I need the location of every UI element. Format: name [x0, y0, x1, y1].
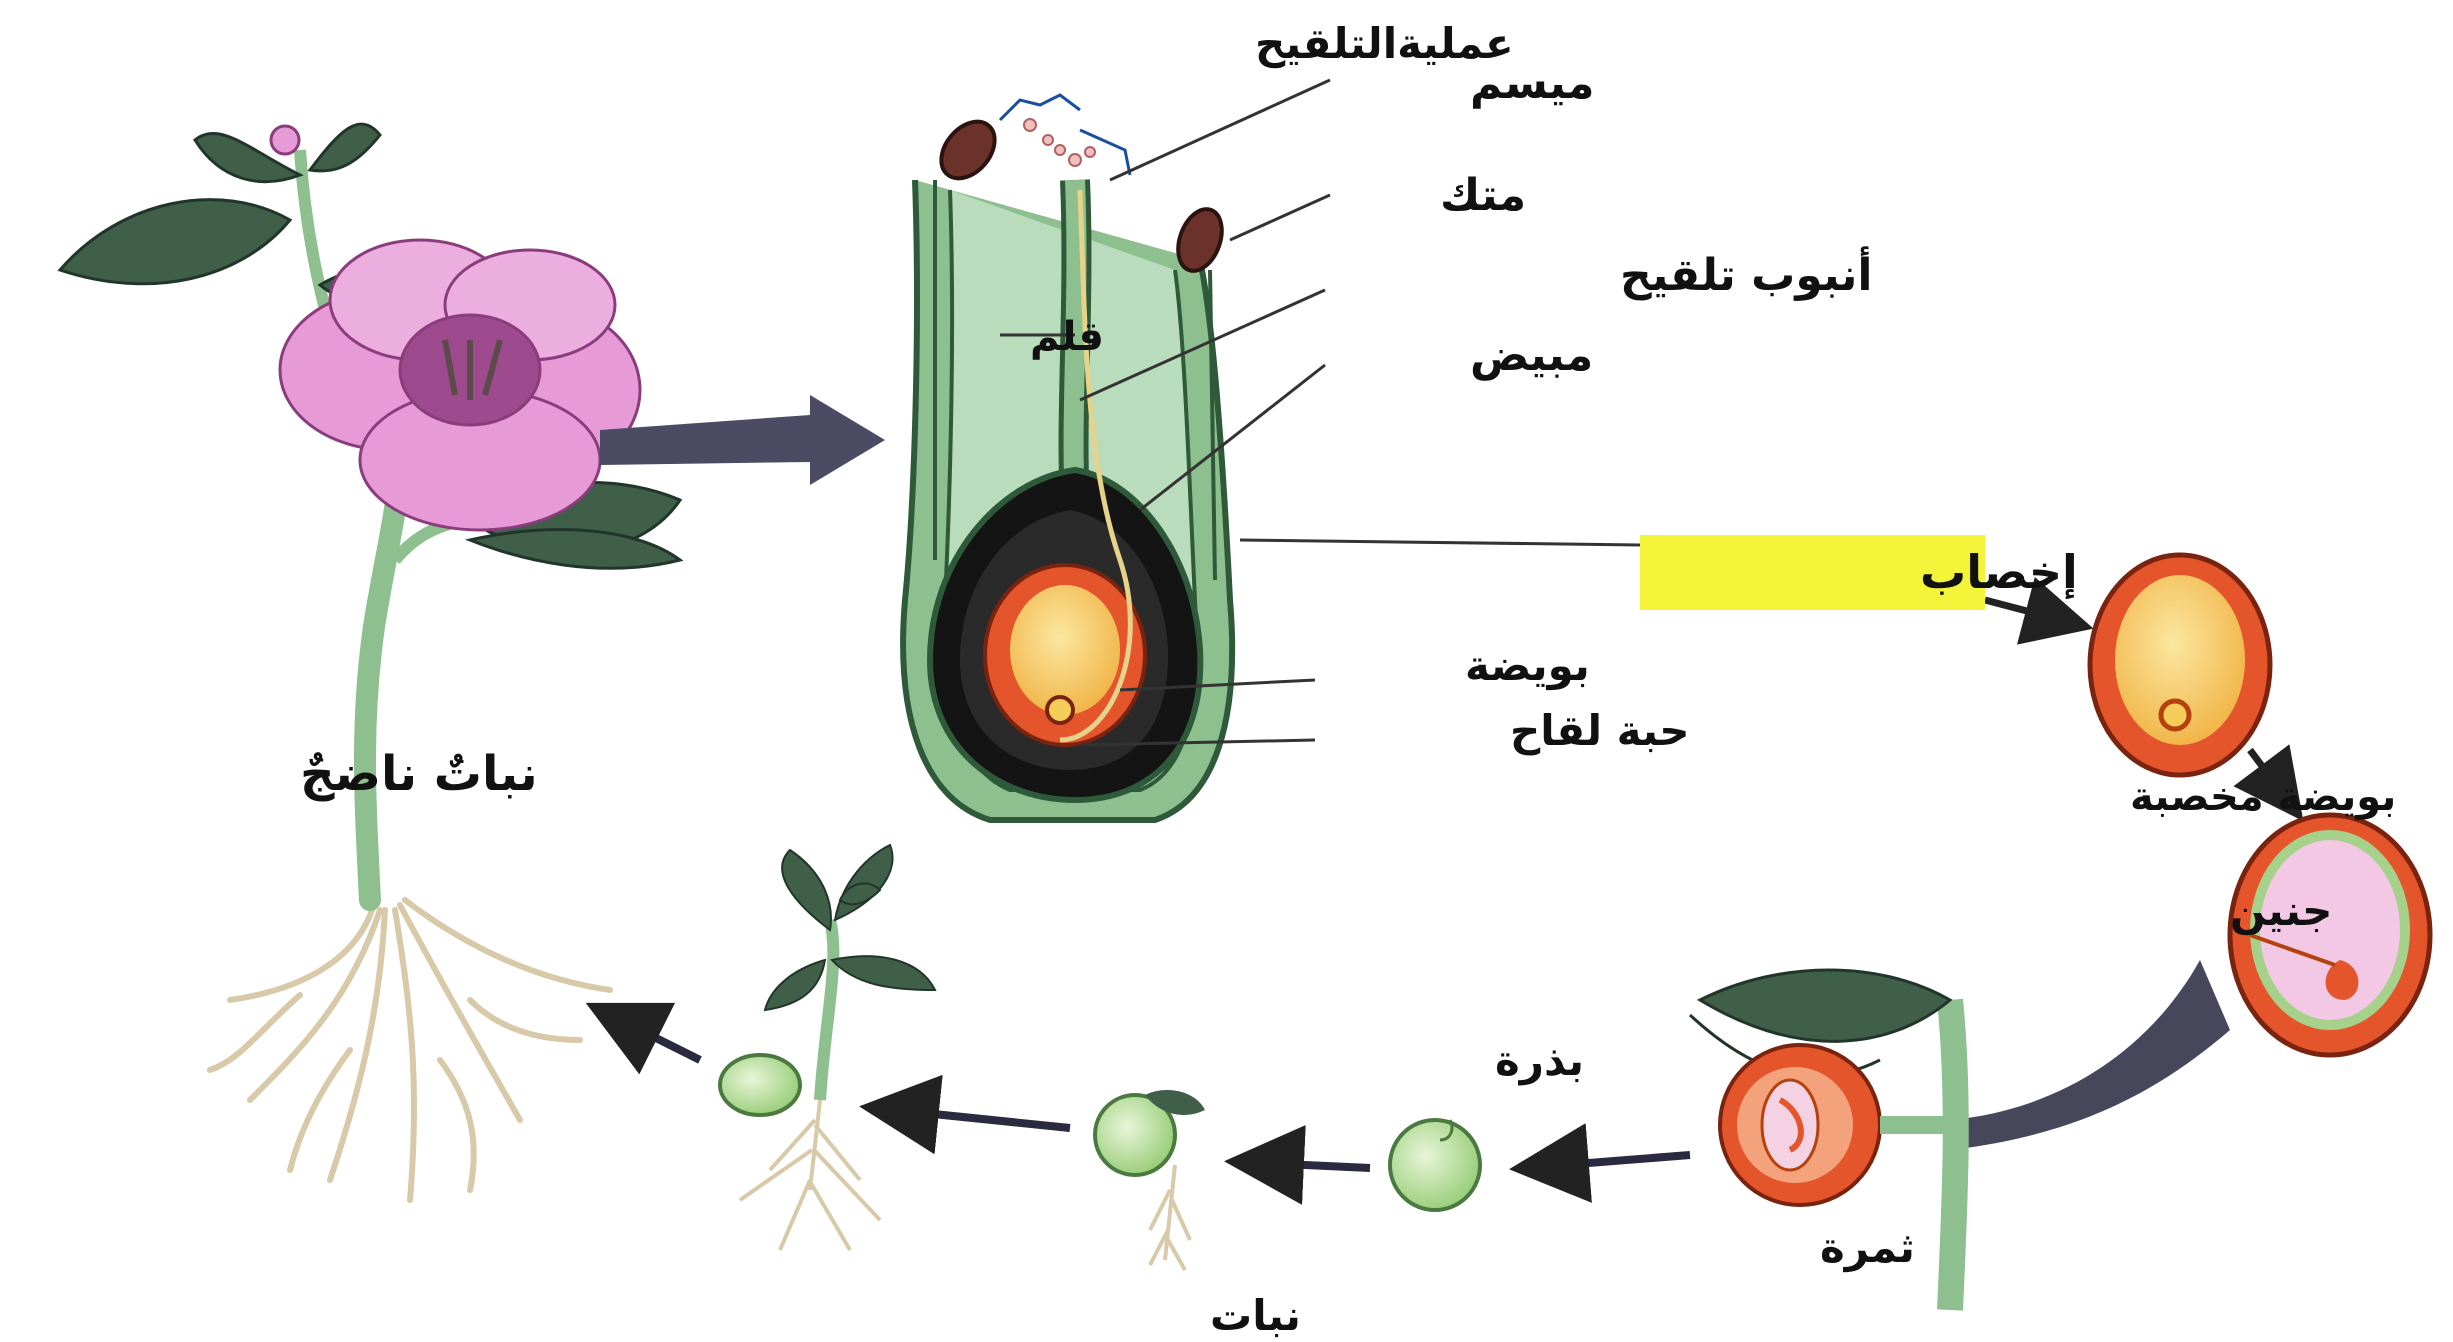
embryo-illustration	[2230, 815, 2430, 1055]
mature-plant-roots	[210, 900, 610, 1200]
seed-illustration	[1390, 1120, 1480, 1210]
young-plant-illustration	[720, 845, 935, 1250]
flower-cross-section	[903, 95, 1232, 820]
mature-plant-illustration	[60, 124, 680, 1200]
label-ovule: بويضة	[1465, 641, 1590, 691]
mature-plant-flower	[280, 240, 640, 530]
label-style: قلم	[1030, 314, 1104, 360]
arrow-flower-to-section	[600, 395, 885, 485]
label-embryo: جنين	[2230, 886, 2332, 936]
arrow-young-plant-to-mature	[600, 1010, 700, 1060]
mature-plant-stem	[365, 470, 400, 900]
seedling-illustration	[1095, 1090, 1205, 1270]
arrow-fruit-to-seed	[1525, 1155, 1690, 1168]
label-plant: نبات	[1210, 1291, 1301, 1340]
arrow-seed-to-seedling	[1240, 1162, 1370, 1168]
diagram-labels: عمليةالتلقيح ميسم متك أنبوب تلقيح مبيض ق…	[300, 19, 2396, 1340]
arrow-fertilization-to-ovule	[1985, 600, 2080, 625]
label-pollen-grain: حبة لقاح	[1510, 706, 1690, 755]
fertilized-ovule-illustration	[2090, 555, 2270, 775]
wedge-embryo-to-fruit	[1950, 960, 2230, 1150]
label-fruit: ثمرة	[1820, 1223, 1915, 1273]
label-anther: متك	[1440, 170, 1526, 221]
label-fertilization: إخصاب	[1920, 545, 2078, 600]
label-pollen-tube: أنبوب تلقيح	[1620, 246, 1873, 301]
label-mature-plant: نباتٌ ناضجٌ	[300, 746, 538, 802]
label-fertilized-ovule: بويضة مخصبة	[2130, 774, 2396, 820]
label-ovary: مبيض	[1470, 330, 1593, 381]
label-stigma: ميسم	[1470, 58, 1594, 109]
label-seed: بذرة	[1495, 1036, 1584, 1085]
fertilization-box: إخصاب	[1640, 535, 2078, 610]
arrow-seedling-to-young-plant	[875, 1108, 1070, 1128]
